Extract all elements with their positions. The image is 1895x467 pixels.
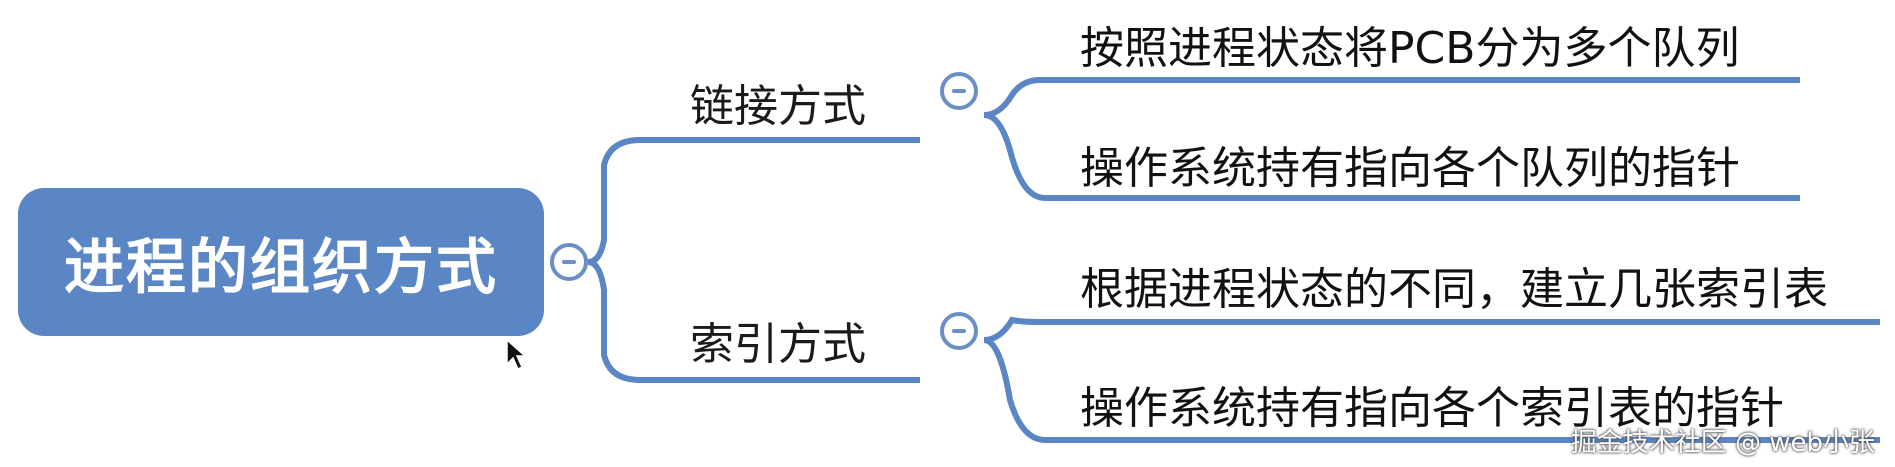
collapse-icon[interactable] [550,243,588,281]
leaf-node[interactable]: 按照进程状态将PCB分为多个队列 [1080,23,1740,74]
collapse-icon[interactable] [940,72,978,110]
root-node[interactable]: 进程的组织方式 [18,188,544,336]
connector-root-to-branch-1 [587,137,920,265]
leaf-node[interactable]: 操作系统持有指向各个索引表的指针 [1080,383,1784,434]
connector-branch-1-to-leaf-2 [983,112,1800,201]
branch-node-indexed[interactable]: 索引方式 [690,319,866,370]
leaf-node[interactable]: 根据进程状态的不同，建立几张索引表 [1080,264,1828,315]
leaf-node[interactable]: 操作系统持有指向各个队列的指针 [1080,143,1740,194]
connector-branch-2-to-leaf-1 [983,316,1880,343]
branch-node-linked[interactable]: 链接方式 [690,81,866,132]
mouse-cursor-icon [506,338,527,371]
connector-branch-1-to-leaf-1 [983,77,1800,118]
connector-root-to-branch-2 [587,259,920,383]
collapse-icon[interactable] [940,312,978,350]
root-node-label: 进程的组织方式 [64,232,498,303]
watermark: 掘金技术社区 @ web小张 [1570,428,1875,458]
connector-branch-2-to-leaf-2 [983,337,1880,443]
